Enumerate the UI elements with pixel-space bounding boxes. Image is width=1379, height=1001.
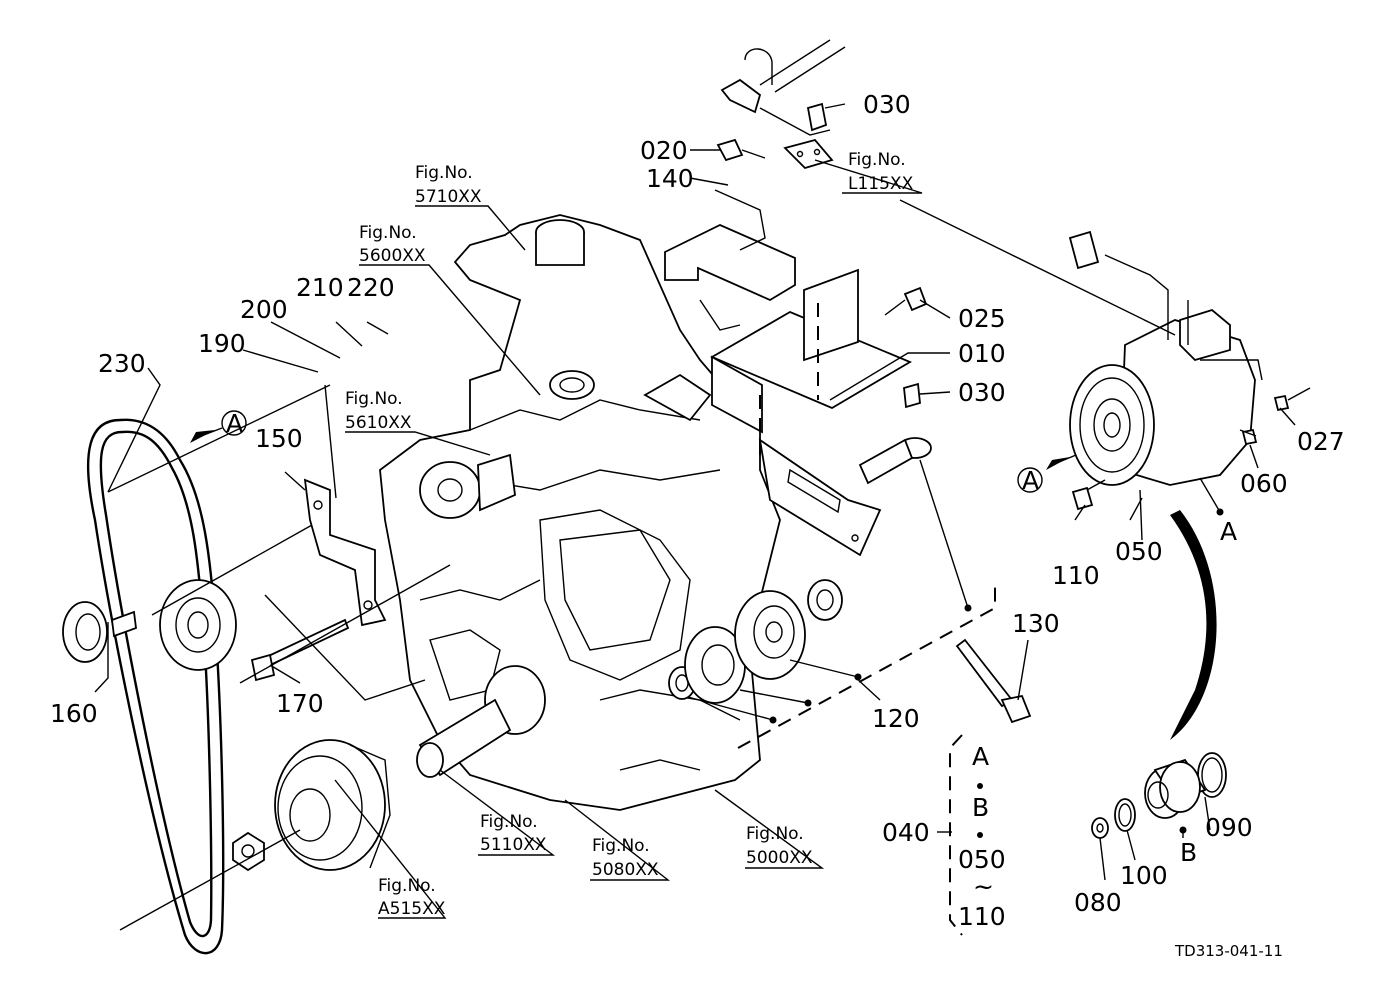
bracket-010	[709, 268, 913, 557]
label-010: 010	[958, 339, 1006, 368]
label-a-compressor: A	[1220, 517, 1237, 546]
belt-230	[86, 418, 225, 955]
label-190: 190	[198, 329, 246, 358]
fig-5080-code: 5080XX	[592, 860, 659, 880]
label-150: 150	[255, 424, 303, 453]
group-040-l1: A	[972, 742, 989, 771]
drawing-code: TD313-041-11	[1174, 942, 1283, 960]
group-040-l3: 050	[958, 845, 1006, 874]
label-080: 080	[1074, 888, 1122, 917]
fig-5110-code: 5110XX	[480, 835, 547, 855]
clutch-b-group	[1091, 752, 1227, 839]
fig-5710-title: Fig.No.	[415, 163, 473, 183]
tension-pulley	[159, 478, 387, 671]
leader-lines	[94, 103, 1296, 931]
frame-rail	[720, 39, 846, 170]
label-140: 140	[646, 164, 694, 193]
label-100: 100	[1120, 861, 1168, 890]
label-230: 230	[98, 349, 146, 378]
idler-120	[668, 459, 996, 749]
fig-a515-title: Fig.No.	[378, 876, 436, 896]
label-b: B	[1180, 838, 1197, 867]
label-040: 040	[882, 818, 930, 847]
label-160: 160	[50, 699, 98, 728]
label-130: 130	[1012, 609, 1060, 638]
label-200: 200	[240, 295, 288, 324]
fig-l115-title: Fig.No.	[848, 150, 906, 170]
fig-5600-code: 5600XX	[359, 246, 426, 266]
fig-5080-title: Fig.No.	[592, 836, 650, 856]
fig-5610-code: 5610XX	[345, 413, 412, 433]
view-marker-right: A	[1022, 466, 1039, 495]
fig-5610-title: Fig.No.	[345, 389, 403, 409]
fig-a515-code: A515XX	[378, 899, 446, 919]
label-110: 110	[1052, 561, 1100, 590]
label-030-top: 030	[863, 90, 911, 119]
curved-arrow	[1170, 510, 1217, 740]
label-025: 025	[958, 304, 1006, 333]
label-210: 210	[296, 273, 344, 302]
label-050: 050	[1115, 537, 1163, 566]
fig-refs: Fig.No. 5710XX Fig.No. 5600XX Fig.No. 56…	[345, 150, 914, 919]
engine-block	[379, 214, 781, 811]
label-020: 020	[640, 136, 688, 165]
group-040-l4: ~	[973, 872, 994, 901]
label-060: 060	[1240, 469, 1288, 498]
compressor	[1068, 230, 1311, 541]
group-040: A B 050 ~ 110	[937, 734, 1006, 936]
fig-5000-code: 5000XX	[746, 848, 813, 868]
crank-pulley	[274, 739, 391, 871]
view-arrow-left: A	[190, 409, 247, 443]
fig-5710-code: 5710XX	[415, 187, 482, 207]
view-arrow-right: A	[1017, 454, 1077, 495]
fig-5000-title: Fig.No.	[746, 824, 804, 844]
fig-5110-title: Fig.No.	[480, 812, 538, 832]
bolts	[232, 102, 1032, 872]
label-170: 170	[276, 689, 324, 718]
group-040-l2: B	[972, 793, 989, 822]
group-040-l5: 110	[958, 902, 1006, 931]
part-labels: 230 190 200 210 220 150 160 170 020 140 …	[50, 90, 1345, 917]
label-220: 220	[347, 273, 395, 302]
upper-bracket	[664, 189, 796, 331]
label-030-mid: 030	[958, 378, 1006, 407]
pulley-160	[62, 601, 137, 663]
label-027: 027	[1297, 427, 1345, 456]
fig-5600-title: Fig.No.	[359, 223, 417, 243]
fig-l115-code: L115XX	[848, 174, 914, 194]
label-090: 090	[1205, 813, 1253, 842]
view-marker-left: A	[226, 409, 243, 438]
label-120: 120	[872, 704, 920, 733]
